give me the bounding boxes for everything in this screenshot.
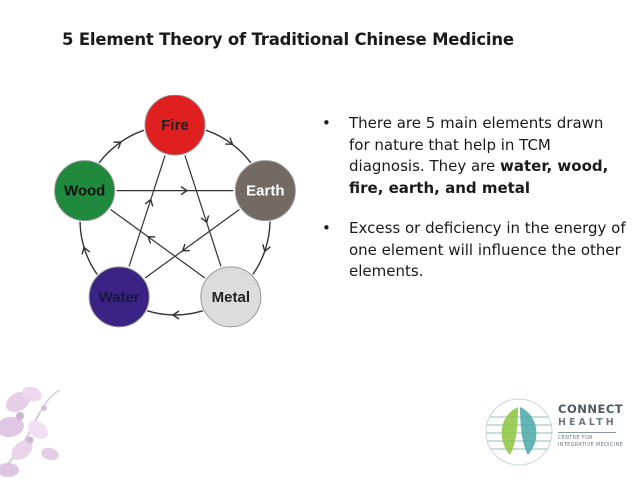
connect-health-logo-mark: [485, 398, 553, 466]
bullet-bold-text: water, wood, fire, earth, and metal: [349, 157, 609, 197]
logo-tagline-2: INTEGRATIVE MEDICINE: [558, 441, 623, 448]
generating-cycle-arrow: [98, 129, 145, 164]
element-node-metal: Metal: [200, 266, 262, 328]
element-label-water: Water: [99, 289, 140, 306]
bullet-text: Excess or deficiency in the energy of on…: [349, 219, 626, 280]
element-circle-metal: [200, 266, 262, 328]
bullet-text: There are 5 main elements drawn for natu…: [349, 114, 604, 175]
element-node-fire: Fire: [144, 95, 206, 156]
controlling-cycle-arrow: [110, 208, 206, 279]
logo-tagline-1: CENTRE FOR: [558, 435, 593, 441]
logo-sub: HEALTH: [558, 417, 617, 428]
bullet-dot: •: [322, 114, 331, 132]
element-node-wood: Wood: [54, 160, 116, 222]
controlling-cycle-arrow: [184, 155, 222, 267]
element-node-water: Water: [88, 266, 150, 328]
generating-cycle-arrow: [147, 310, 203, 320]
generating-cycle-arrow: [79, 221, 98, 275]
controlling-cycle-arrow: [144, 208, 240, 279]
logo-divider: [558, 432, 616, 433]
element-circle-earth: [234, 160, 296, 222]
flower-decoration: [0, 386, 61, 477]
element-circle-wood: [54, 160, 116, 222]
element-label-earth: Earth: [246, 183, 284, 200]
generating-cycle-arrow: [252, 221, 271, 275]
logo-name: CONNECT: [558, 402, 624, 416]
bullet-dot: •: [322, 219, 331, 237]
element-label-metal: Metal: [212, 289, 250, 306]
element-circle-water: [88, 266, 150, 328]
controlling-cycle-arrow: [128, 155, 166, 267]
bullet-list: • There are 5 main elements drawn for na…: [322, 113, 627, 302]
element-node-earth: Earth: [234, 160, 296, 222]
slide-title: 5 Element Theory of Traditional Chinese …: [62, 30, 514, 49]
element-label-wood: Wood: [64, 183, 105, 200]
bullet-item-1: • There are 5 main elements drawn for na…: [322, 113, 627, 199]
connect-health-logo: CONNECT HEALTH CENTRE FOR INTEGRATIVE ME…: [558, 403, 623, 448]
element-label-fire: Fire: [161, 117, 189, 134]
element-circle-fire: [144, 95, 206, 156]
cycle-arrows: [79, 129, 271, 320]
generating-cycle-arrow: [205, 129, 252, 164]
bullet-item-2: • Excess or deficiency in the energy of …: [322, 218, 627, 283]
